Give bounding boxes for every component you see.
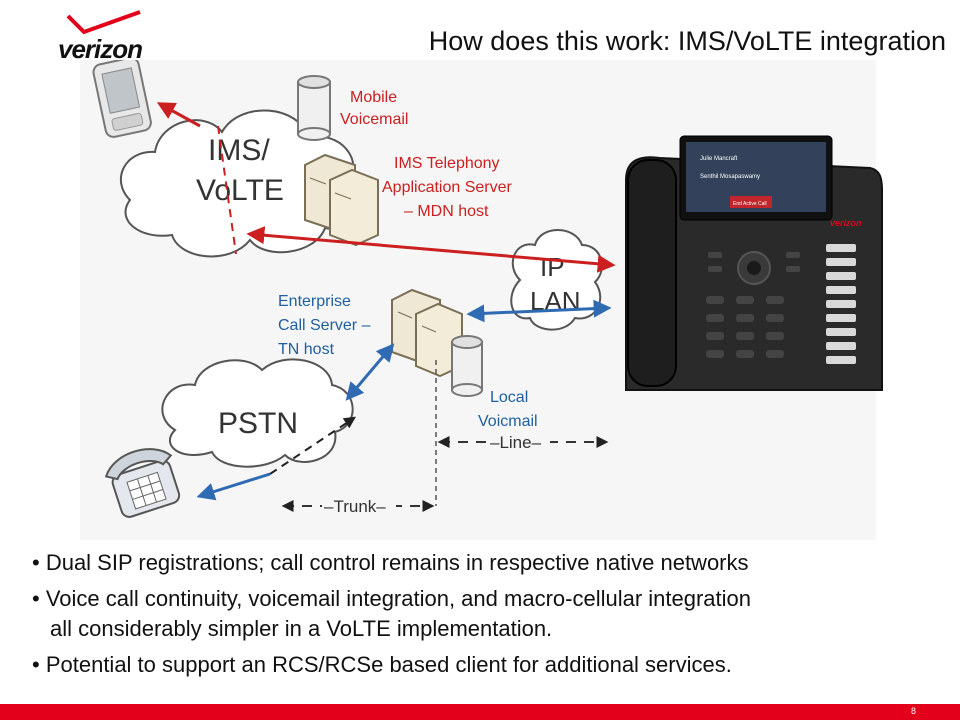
trunk-label: –Trunk–: [324, 497, 386, 516]
phone-end-call: End Active Call: [733, 201, 767, 207]
bullet-item: • Potential to support an RCS/RCSe based…: [32, 652, 732, 677]
ims-label-line1: IMS/: [208, 134, 270, 167]
local-voicemail-label-2: Voicmail: [478, 413, 538, 430]
trunk-dashed-link: [269, 416, 356, 475]
enterprise-call-server-icon: [391, 288, 463, 378]
bullet-text: Voice call continuity, voicemail integra…: [45, 586, 751, 611]
ims-tas-label-1: IMS Telephony: [394, 155, 500, 172]
phone-caller-2: Senthil Mosapaswamy: [700, 174, 760, 180]
bullet-text: Potential to support an RCS/RCSe based c…: [45, 652, 732, 677]
ims-to-phone-link: [246, 226, 616, 273]
pstn-to-deskphone-link: [196, 472, 271, 501]
ip-desk-phone: Julie Mancraft Senthil Mosapaswamy End A…: [625, 135, 883, 391]
bullet-text: Dual SIP registrations; call control rem…: [45, 550, 749, 575]
ip-lan-label-line1: IP: [540, 252, 565, 282]
server-to-phone-link: [466, 299, 612, 323]
pstn-label: PSTN: [218, 407, 298, 440]
ims-tas-label-2: Application Server: [382, 179, 513, 196]
ims-to-mobile-link: [156, 102, 201, 128]
enterprise-label-2: Call Server –: [278, 317, 371, 334]
bullet-item: • Dual SIP registrations; call control r…: [32, 550, 749, 575]
phone-line-keys: [826, 244, 856, 364]
bullet-text-continued: all considerably simpler in a VoLTE impl…: [50, 616, 553, 641]
ims-dashed-link: [217, 125, 237, 255]
local-voicemail-label-1: Local: [490, 389, 528, 406]
phone-caller-1: Julie Mancraft: [700, 156, 738, 162]
bullet-list: • Dual SIP registrations; call control r…: [32, 548, 932, 686]
phone-handset: [627, 159, 677, 387]
ims-label-line2: VoLTE: [196, 174, 284, 207]
page-title: How does this work: IMS/VoLTE integratio…: [428, 26, 946, 56]
mobile-voicemail-label-2: Voicemail: [340, 111, 408, 128]
checkmark-icon: [66, 10, 141, 35]
page-number: 8: [910, 706, 916, 716]
enterprise-label-1: Enterprise: [278, 293, 351, 310]
ip-lan-cloud: IP LAN: [510, 229, 603, 331]
bullet-item: • Voice call continuity, voicemail integ…: [32, 584, 932, 644]
mobile-voicemail-db-icon: [297, 75, 331, 141]
pstn-cloud: PSTN: [161, 358, 354, 468]
server-to-pstn-link: [345, 343, 395, 401]
ims-application-server-icon: [304, 153, 379, 247]
ims-tas-label-3: – MDN host: [404, 203, 489, 220]
desk-phone-icon: [104, 448, 181, 518]
mobile-handset-icon: [92, 60, 152, 138]
enterprise-label-3: TN host: [278, 341, 335, 358]
mobile-voicemail-label-1: Mobile: [350, 89, 397, 106]
verizon-logo: verizon: [58, 10, 158, 64]
ims-volte-cloud: IMS/ VoLTE: [119, 109, 362, 258]
phone-brand: verizon: [830, 218, 862, 228]
logo-text: verizon: [58, 34, 143, 64]
line-label: –Line–: [490, 433, 542, 452]
network-diagram: IMS/ VoLTE IP LAN PSTN Mobile Voicemail …: [80, 60, 883, 540]
footer-bar: 8: [0, 704, 960, 720]
local-voicemail-db-icon: [451, 335, 483, 397]
